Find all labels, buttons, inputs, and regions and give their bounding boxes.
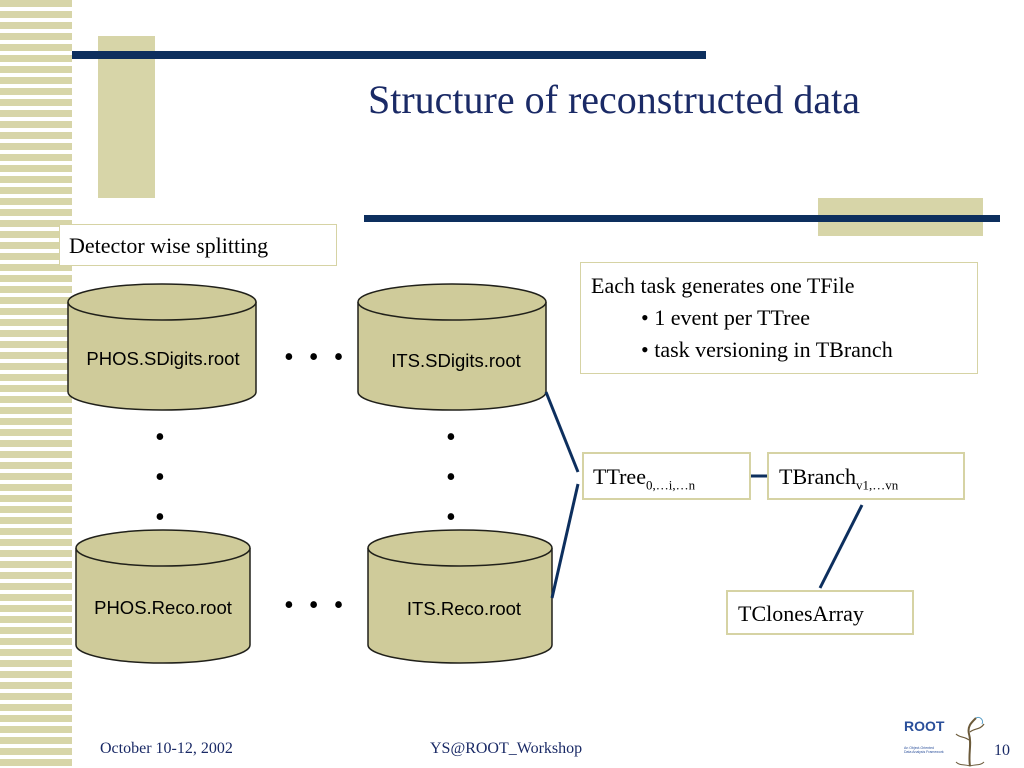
tbranch-box: TBranchv1,…vn <box>767 452 965 500</box>
title-top-rule <box>72 51 706 59</box>
slide-title: Structure of reconstructed data <box>368 77 861 122</box>
connector-reco-to-ttree <box>550 483 580 599</box>
detector-splitting-box: Detector wise splitting <box>59 224 337 266</box>
root-logo-tagline-2: Data Analysis Framework <box>904 750 944 754</box>
root-logo: ROOT An Object-Oriented Data Analysis Fr… <box>898 712 990 768</box>
title-khaki-block <box>98 36 155 198</box>
label-its-reco: ITS.Reco.root <box>406 598 522 619</box>
footer-date: October 10-12, 2002 <box>100 740 233 757</box>
info-heading: Each task generates one TFile <box>591 273 855 298</box>
ttree-subscript: 0,…i,…n <box>645 477 696 493</box>
title-bottom-rule <box>364 215 1000 222</box>
root-logo-name: ROOT <box>904 718 945 734</box>
detector-splitting-label: Detector wise splitting <box>69 233 269 258</box>
cylinder-phos-sdigits <box>67 283 257 411</box>
vertical-dot-right-2: • <box>446 462 460 493</box>
cylinder-phos-reco <box>75 529 251 664</box>
root-tree-icon <box>955 717 985 767</box>
vertical-dot-left-2: • <box>155 462 169 493</box>
root-logo-tagline-1: An Object-Oriented <box>904 746 934 750</box>
footer-event: YS@ROOT_Workshop <box>430 740 583 757</box>
label-phos-sdigits: PHOS.SDigits.root <box>86 348 240 369</box>
label-phos-reco: PHOS.Reco.root <box>94 597 232 618</box>
cylinder-its-reco <box>367 529 553 664</box>
tbranch-label: TBranch <box>779 464 856 489</box>
connector-sdigits-to-ttree <box>544 391 580 473</box>
vertical-dot-right-3: • <box>446 502 460 533</box>
ttree-box: TTree0,…i,…n <box>582 452 751 500</box>
vertical-dot-left-1: • <box>155 422 169 453</box>
left-stripe-band <box>0 0 72 768</box>
info-box: Each task generates one TFile • 1 event … <box>580 262 978 374</box>
info-bullet-versioning: • task versioning in TBranch <box>641 337 893 362</box>
tclonesarray-label: TClonesArray <box>738 601 864 626</box>
tclonesarray-box: TClonesArray <box>726 590 914 635</box>
ttree-label: TTree <box>593 464 646 489</box>
ellipsis-bottom: • • • <box>284 590 348 621</box>
vertical-dot-right-1: • <box>446 422 460 453</box>
vertical-dot-left-3: • <box>155 502 169 533</box>
ellipsis-top: • • • <box>284 342 348 373</box>
footer-page-number: 10 <box>994 742 1010 759</box>
connector-tbranch-to-tclonesarray <box>818 504 864 589</box>
label-its-sdigits: ITS.SDigits.root <box>391 350 521 371</box>
info-bullet-events: • 1 event per TTree <box>641 305 810 330</box>
tbranch-subscript: v1,…vn <box>855 477 899 493</box>
cylinder-its-sdigits <box>357 283 547 411</box>
